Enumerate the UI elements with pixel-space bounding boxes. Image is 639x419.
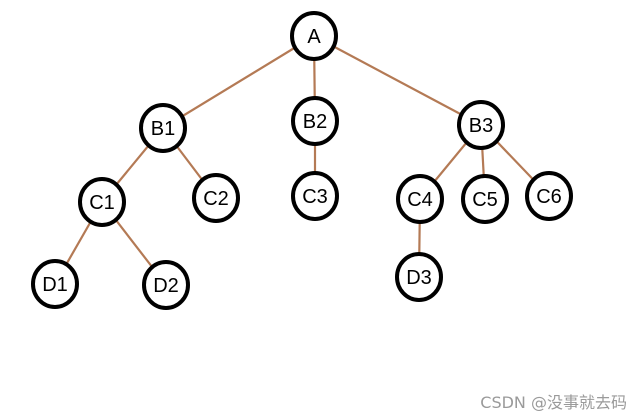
node-circle [192,173,240,223]
node-label: C5 [472,189,498,211]
node-c2: C2 [192,173,240,223]
node-circle [525,171,573,221]
node-d2: D2 [142,260,190,310]
node-b3: B3 [457,100,505,150]
node-label: B2 [303,111,327,133]
node-label: C3 [302,186,328,208]
node-circle [290,11,338,61]
edge-a-b1 [161,34,316,130]
node-circle [139,103,187,153]
node-d3: D3 [395,252,443,302]
node-circle [291,96,339,146]
node-c4: C4 [396,174,444,224]
node-d1: D1 [31,259,79,309]
node-circle [78,177,126,227]
node-a: A [290,11,338,61]
node-label: D2 [153,275,179,297]
node-label: C4 [407,189,433,211]
node-label: B1 [151,118,175,140]
node-c6: C6 [525,171,573,221]
node-c1: C1 [78,177,126,227]
node-label: C2 [203,188,229,210]
node-circle [31,259,79,309]
node-label: C6 [536,186,562,208]
node-label: A [307,26,321,48]
node-circle [457,100,505,150]
edge-a-b3 [312,34,483,127]
node-label: B3 [469,115,493,137]
edges-layer [53,34,551,287]
node-label: D3 [406,267,432,289]
node-circle [395,252,443,302]
node-circle [142,260,190,310]
node-label: D1 [42,274,68,296]
node-circle [396,174,444,224]
node-b1: B1 [139,103,187,153]
node-c3: C3 [291,171,339,221]
node-label: C1 [89,192,115,214]
node-circle [291,171,339,221]
watermark: CSDN @没事就去码 [480,393,627,412]
node-b2: B2 [291,96,339,146]
node-circle [461,174,509,224]
node-c5: C5 [461,174,509,224]
